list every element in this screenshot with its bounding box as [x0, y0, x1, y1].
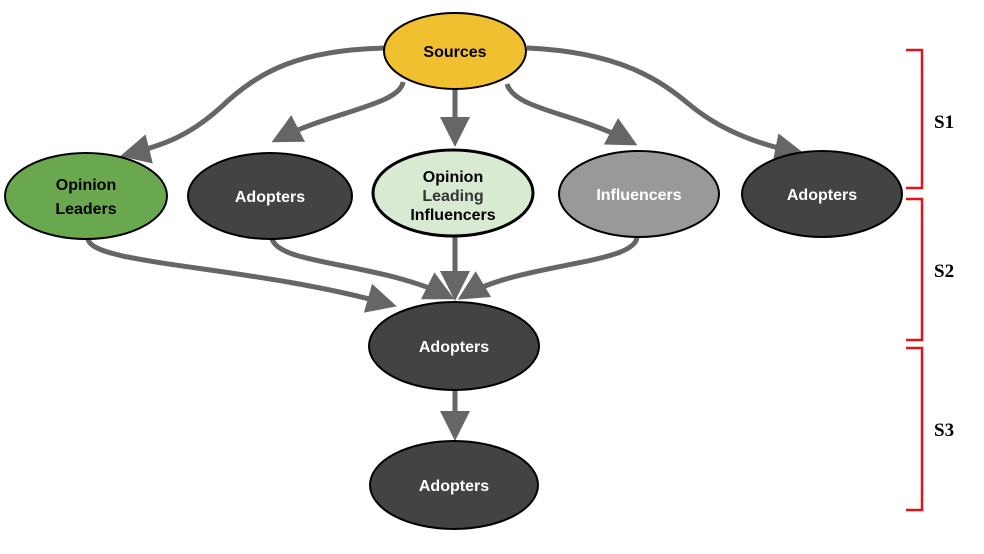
node-adopters-1-shape: [187, 152, 353, 240]
node-sources-label: Sources: [423, 44, 486, 61]
edge-sources-to-adopters-2: [526, 45, 805, 163]
node-adopters-bottom: Adopters: [369, 440, 539, 530]
edge-sources-to-opinion-leaders: [120, 45, 386, 164]
node-adopters-mid-label: Adopters: [419, 339, 489, 356]
node-influencers: Influencers: [558, 150, 720, 238]
node-opinion-leaders-label-line1: Opinion: [56, 177, 116, 194]
node-opinion-leading-influencers-label-line2: Leading: [422, 188, 483, 205]
node-adopters-2-shape: [741, 150, 903, 238]
node-sources-shape: [383, 12, 527, 90]
stage-brackets: S1 S2 S3: [906, 48, 954, 512]
edge-sources-to-adopters-1: [271, 81, 406, 143]
edge-influencers-to-adopters-mid: [457, 235, 640, 300]
edges: [85, 45, 805, 441]
node-opinion-leading-influencers-shape: [371, 148, 535, 238]
edge-sources-to-influencers: [504, 82, 638, 146]
node-opinion-leaders-label-line2: Leaders: [55, 201, 116, 218]
node-opinion-leading-influencers: Opinion Leading Influencers: [371, 148, 535, 238]
node-adopters-bottom-label: Adopters: [419, 478, 489, 495]
stage-label-s3: S3: [934, 420, 954, 441]
node-adopters-2: Adopters: [741, 150, 903, 238]
node-opinion-leading-influencers-label-line1: Opinion: [423, 169, 483, 186]
node-influencers-label: Influencers: [596, 187, 681, 204]
node-adopters-2-label: Adopters: [787, 187, 857, 204]
edge-opinion-leaders-to-adopters-mid: [85, 237, 397, 313]
node-opinion-leading-influencers-label-line3: Influencers: [410, 207, 495, 224]
node-adopters-mid-shape: [368, 301, 540, 391]
stage-label-s2: S2: [934, 261, 954, 282]
bracket-s3: [906, 346, 924, 512]
node-adopters-1: Adopters: [187, 152, 353, 240]
node-sources: Sources: [383, 12, 527, 90]
node-opinion-leaders-shape: [4, 152, 168, 240]
stage-label-s1: S1: [934, 112, 954, 133]
bracket-s1: [906, 48, 924, 190]
node-adopters-bottom-shape: [369, 440, 539, 530]
node-opinion-leaders: Opinion Leaders: [4, 152, 168, 240]
node-influencers-shape: [558, 150, 720, 238]
node-adopters-1-label: Adopters: [235, 189, 305, 206]
bracket-s2: [906, 197, 924, 342]
node-adopters-mid: Adopters: [368, 301, 540, 391]
edge-adopters-1-to-adopters-mid: [269, 237, 455, 300]
